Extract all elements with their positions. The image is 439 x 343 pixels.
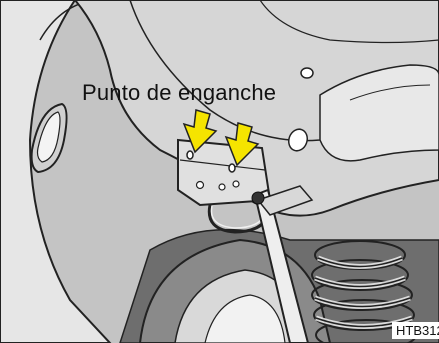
bumper-panel — [0, 0, 112, 343]
hook-point-label: Punto de enganche — [82, 80, 277, 105]
coil-spring — [311, 240, 417, 343]
hook-point-right — [228, 163, 236, 173]
figure-code: HTB312 — [392, 322, 439, 339]
shock-absorber — [253, 188, 310, 343]
arrow-left-icon — [182, 109, 218, 154]
arrow-right-icon — [224, 122, 260, 167]
hook-point-left — [186, 150, 194, 160]
